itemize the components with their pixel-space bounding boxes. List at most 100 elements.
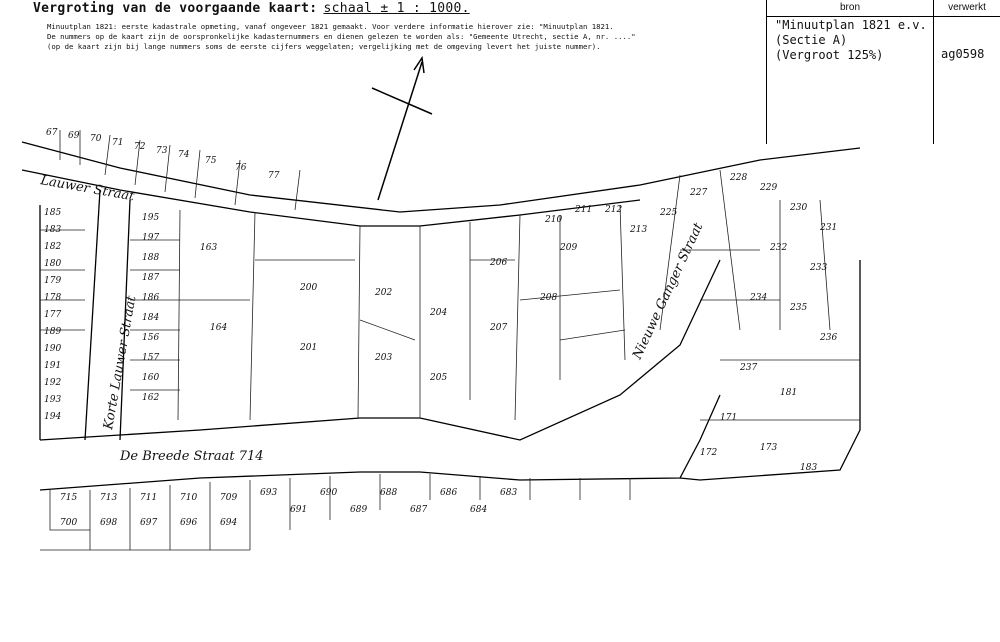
parcel-number: 231 bbox=[819, 223, 837, 233]
parcel-number: 188 bbox=[142, 253, 159, 263]
parcel-number: 75 bbox=[205, 156, 217, 166]
source-line: (Sectie A) bbox=[775, 33, 848, 47]
parcel-number: 171 bbox=[720, 413, 737, 423]
parcel-number: 162 bbox=[142, 393, 159, 403]
parcel-number: 194 bbox=[44, 412, 61, 422]
parcel-number: 232 bbox=[769, 243, 787, 253]
source-line: (Vergroot 125%) bbox=[775, 48, 884, 62]
parcel-number: 711 bbox=[140, 493, 157, 503]
parcel-number: 208 bbox=[539, 293, 557, 303]
parcel-number: 694 bbox=[220, 518, 237, 528]
north-arrow-icon bbox=[371, 55, 433, 201]
parcel-number: 236 bbox=[819, 333, 837, 343]
note-line-2: De nummers op de kaart zijn de oorspronk… bbox=[47, 32, 636, 41]
column-divider bbox=[933, 0, 934, 144]
parcel-number: 697 bbox=[140, 518, 157, 528]
parcel-number: 192 bbox=[44, 378, 61, 388]
parcel-number: 186 bbox=[142, 293, 159, 303]
parcel-number: 69 bbox=[68, 131, 80, 141]
parcel-number: 235 bbox=[789, 303, 807, 313]
parcel-number: 686 bbox=[440, 488, 457, 498]
parcel-number: 713 bbox=[100, 493, 117, 503]
parcel-number: 156 bbox=[142, 333, 159, 343]
parcel-number: 172 bbox=[700, 448, 717, 458]
parcel-number: 237 bbox=[739, 363, 757, 373]
parcel-number: 696 bbox=[180, 518, 197, 528]
parcel-number: 210 bbox=[544, 215, 562, 225]
parcel-number: 173 bbox=[760, 443, 777, 453]
parcel-lines bbox=[40, 130, 860, 551]
source-text: "Minuutplan 1821 e.v.(Sectie A)(Vergroot… bbox=[775, 18, 927, 63]
processed-header: verwerkt bbox=[933, 0, 1000, 17]
parcel-number: 230 bbox=[789, 203, 807, 213]
parcel-number: 690 bbox=[320, 488, 337, 498]
parcel-number: 691 bbox=[290, 505, 307, 515]
parcel-number: 688 bbox=[380, 488, 397, 498]
scale-text: schaal ± 1 : 1000. bbox=[323, 1, 470, 16]
reference-code: ag0598 bbox=[941, 47, 985, 61]
title-text: Vergroting van de voorgaande kaart: bbox=[33, 1, 318, 16]
parcel-number: 67 bbox=[46, 128, 58, 138]
parcel-number: 211 bbox=[574, 205, 592, 215]
parcel-number: 164 bbox=[210, 323, 227, 333]
parcel-number: 201 bbox=[299, 343, 317, 353]
parcel-number: 710 bbox=[180, 493, 197, 503]
parcel-number: 200 bbox=[299, 283, 317, 293]
parcel-number: 207 bbox=[489, 323, 507, 333]
source-line: "Minuutplan 1821 e.v. bbox=[775, 18, 927, 32]
parcel-number: 160 bbox=[142, 373, 159, 383]
source-info-box: bron verwerkt "Minuutplan 1821 e.v.(Sect… bbox=[766, 0, 1000, 144]
parcel-number: 183 bbox=[800, 463, 817, 473]
parcel-number: 182 bbox=[44, 242, 61, 252]
parcel-number: 233 bbox=[809, 263, 827, 273]
parcel-number: 197 bbox=[142, 233, 159, 243]
parcel-number: 190 bbox=[44, 344, 61, 354]
parcel-number: 181 bbox=[780, 388, 797, 398]
parcel-number: 228 bbox=[729, 173, 747, 183]
parcel-number: 77 bbox=[268, 171, 280, 181]
note-line-1: Minuutplan 1821: eerste kadastrale opmet… bbox=[47, 22, 614, 31]
parcel-number: 178 bbox=[44, 293, 61, 303]
parcel-number: 72 bbox=[134, 142, 146, 152]
parcel-number: 73 bbox=[156, 146, 168, 156]
parcel-number: 187 bbox=[142, 273, 159, 283]
parcel-number: 229 bbox=[759, 183, 777, 193]
parcel-number: 76 bbox=[235, 163, 247, 173]
parcel-number: 687 bbox=[410, 505, 427, 515]
parcel-number: 191 bbox=[44, 361, 61, 371]
parcel-number: 157 bbox=[142, 353, 159, 363]
parcel-number: 179 bbox=[44, 276, 61, 286]
parcel-number: 195 bbox=[142, 213, 159, 223]
parcel-number: 205 bbox=[429, 373, 447, 383]
sheet-title: Vergroting van de voorgaande kaart: schaa… bbox=[33, 1, 470, 16]
parcel-number: 225 bbox=[659, 208, 677, 218]
parcel-number: 209 bbox=[559, 243, 577, 253]
parcel-number: 177 bbox=[44, 310, 61, 320]
parcel-number: 204 bbox=[429, 308, 447, 318]
parcel-number: 193 bbox=[44, 395, 61, 405]
parcel-number: 183 bbox=[44, 225, 61, 235]
parcel-number: 689 bbox=[350, 505, 367, 515]
parcel-number: 206 bbox=[489, 258, 507, 268]
parcel-number: 70 bbox=[90, 134, 102, 144]
source-header: bron bbox=[767, 0, 933, 17]
parcel-number: 189 bbox=[44, 327, 61, 337]
parcel-number: 698 bbox=[100, 518, 117, 528]
street-label-breede-straat: De Breede Straat 714 bbox=[119, 449, 264, 464]
parcel-number: 709 bbox=[220, 493, 237, 503]
parcel-number: 185 bbox=[44, 208, 61, 218]
parcel-number: 227 bbox=[689, 188, 707, 198]
parcel-number: 203 bbox=[374, 353, 392, 363]
parcel-number: 202 bbox=[374, 288, 392, 298]
parcel-number: 212 bbox=[604, 205, 622, 215]
note-line-3: (op de kaart zijn bij lange nummers soms… bbox=[47, 42, 601, 51]
parcel-number: 684 bbox=[470, 505, 487, 515]
parcel-number: 163 bbox=[200, 243, 217, 253]
parcel-number: 71 bbox=[112, 138, 123, 148]
parcel-number: 184 bbox=[142, 313, 159, 323]
parcel-number: 234 bbox=[749, 293, 767, 303]
parcel-number: 700 bbox=[60, 518, 77, 528]
